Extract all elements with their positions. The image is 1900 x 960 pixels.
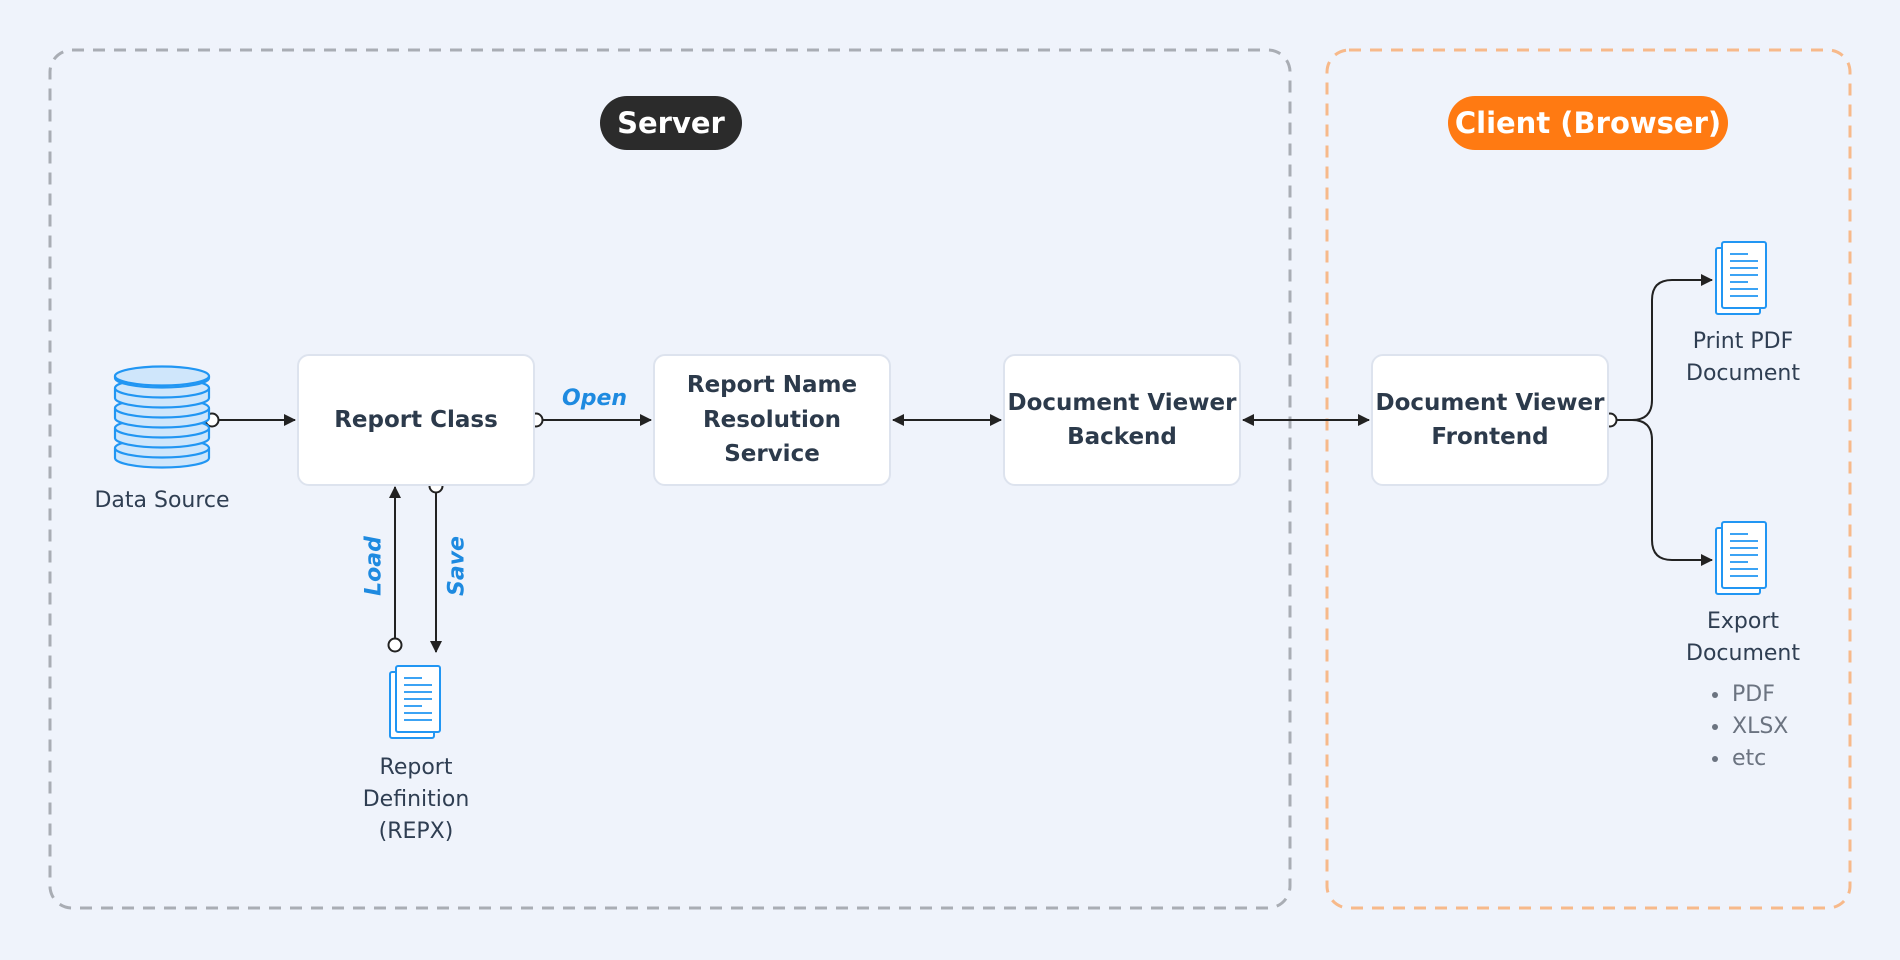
client-group-border: [1325, 48, 1852, 910]
connector-to-export: [1617, 419, 1713, 566]
export-format-item: etc: [1712, 743, 1788, 775]
open-flow-label: Open: [562, 386, 628, 411]
save-flow-label: Save: [444, 536, 470, 596]
node-label-line: Resolution Service: [702, 406, 842, 468]
node-label-line: Backend: [1067, 424, 1177, 450]
database-icon: [113, 365, 211, 469]
report-definition-document-icon: [389, 665, 441, 739]
caption-line: Definition: [362, 786, 470, 812]
bullet-icon: [1712, 755, 1718, 762]
print-pdf-document-icon: [1715, 241, 1767, 315]
caption-line: Document: [1686, 640, 1800, 666]
node-label-line: Report Class: [334, 406, 498, 433]
bullet-icon: [1712, 691, 1718, 698]
node-label-line: Document Viewer: [1375, 389, 1605, 416]
port-load: [387, 637, 403, 653]
server-group-border: [48, 48, 1292, 910]
caption-line: Report: [379, 755, 453, 780]
caption-line: Data Source: [94, 488, 230, 513]
caption-line: (REPX): [378, 818, 454, 844]
node-label-line: Document Viewer: [1007, 389, 1237, 416]
export-format-label: PDF: [1732, 682, 1775, 707]
export-formats-list: PDF XLSX etc: [1712, 679, 1788, 775]
node-label-line: Frontend: [1431, 424, 1549, 450]
caption-line: Print PDF: [1692, 329, 1794, 354]
export-format-label: etc: [1732, 745, 1767, 771]
export-format-item: PDF: [1712, 679, 1788, 711]
caption-line: Export: [1706, 609, 1779, 634]
caption-line: Document: [1686, 360, 1800, 386]
export-document-icon: [1715, 521, 1767, 595]
export-format-label: XLSX: [1732, 713, 1789, 739]
print-pdf-document-caption: Print PDF Document: [1643, 326, 1843, 390]
data-source-caption: Data Source: [62, 485, 262, 517]
load-flow-label: Load: [361, 536, 387, 596]
connector-to-print: [1617, 274, 1713, 421]
server-group-label: Server: [600, 96, 742, 150]
report-class-box[interactable]: Report Class: [297, 354, 535, 486]
export-format-item: XLSX: [1712, 711, 1788, 743]
node-label-line: Report Name: [686, 372, 858, 399]
client-group-label: Client (Browser): [1448, 96, 1728, 150]
bullet-icon: [1712, 723, 1718, 730]
